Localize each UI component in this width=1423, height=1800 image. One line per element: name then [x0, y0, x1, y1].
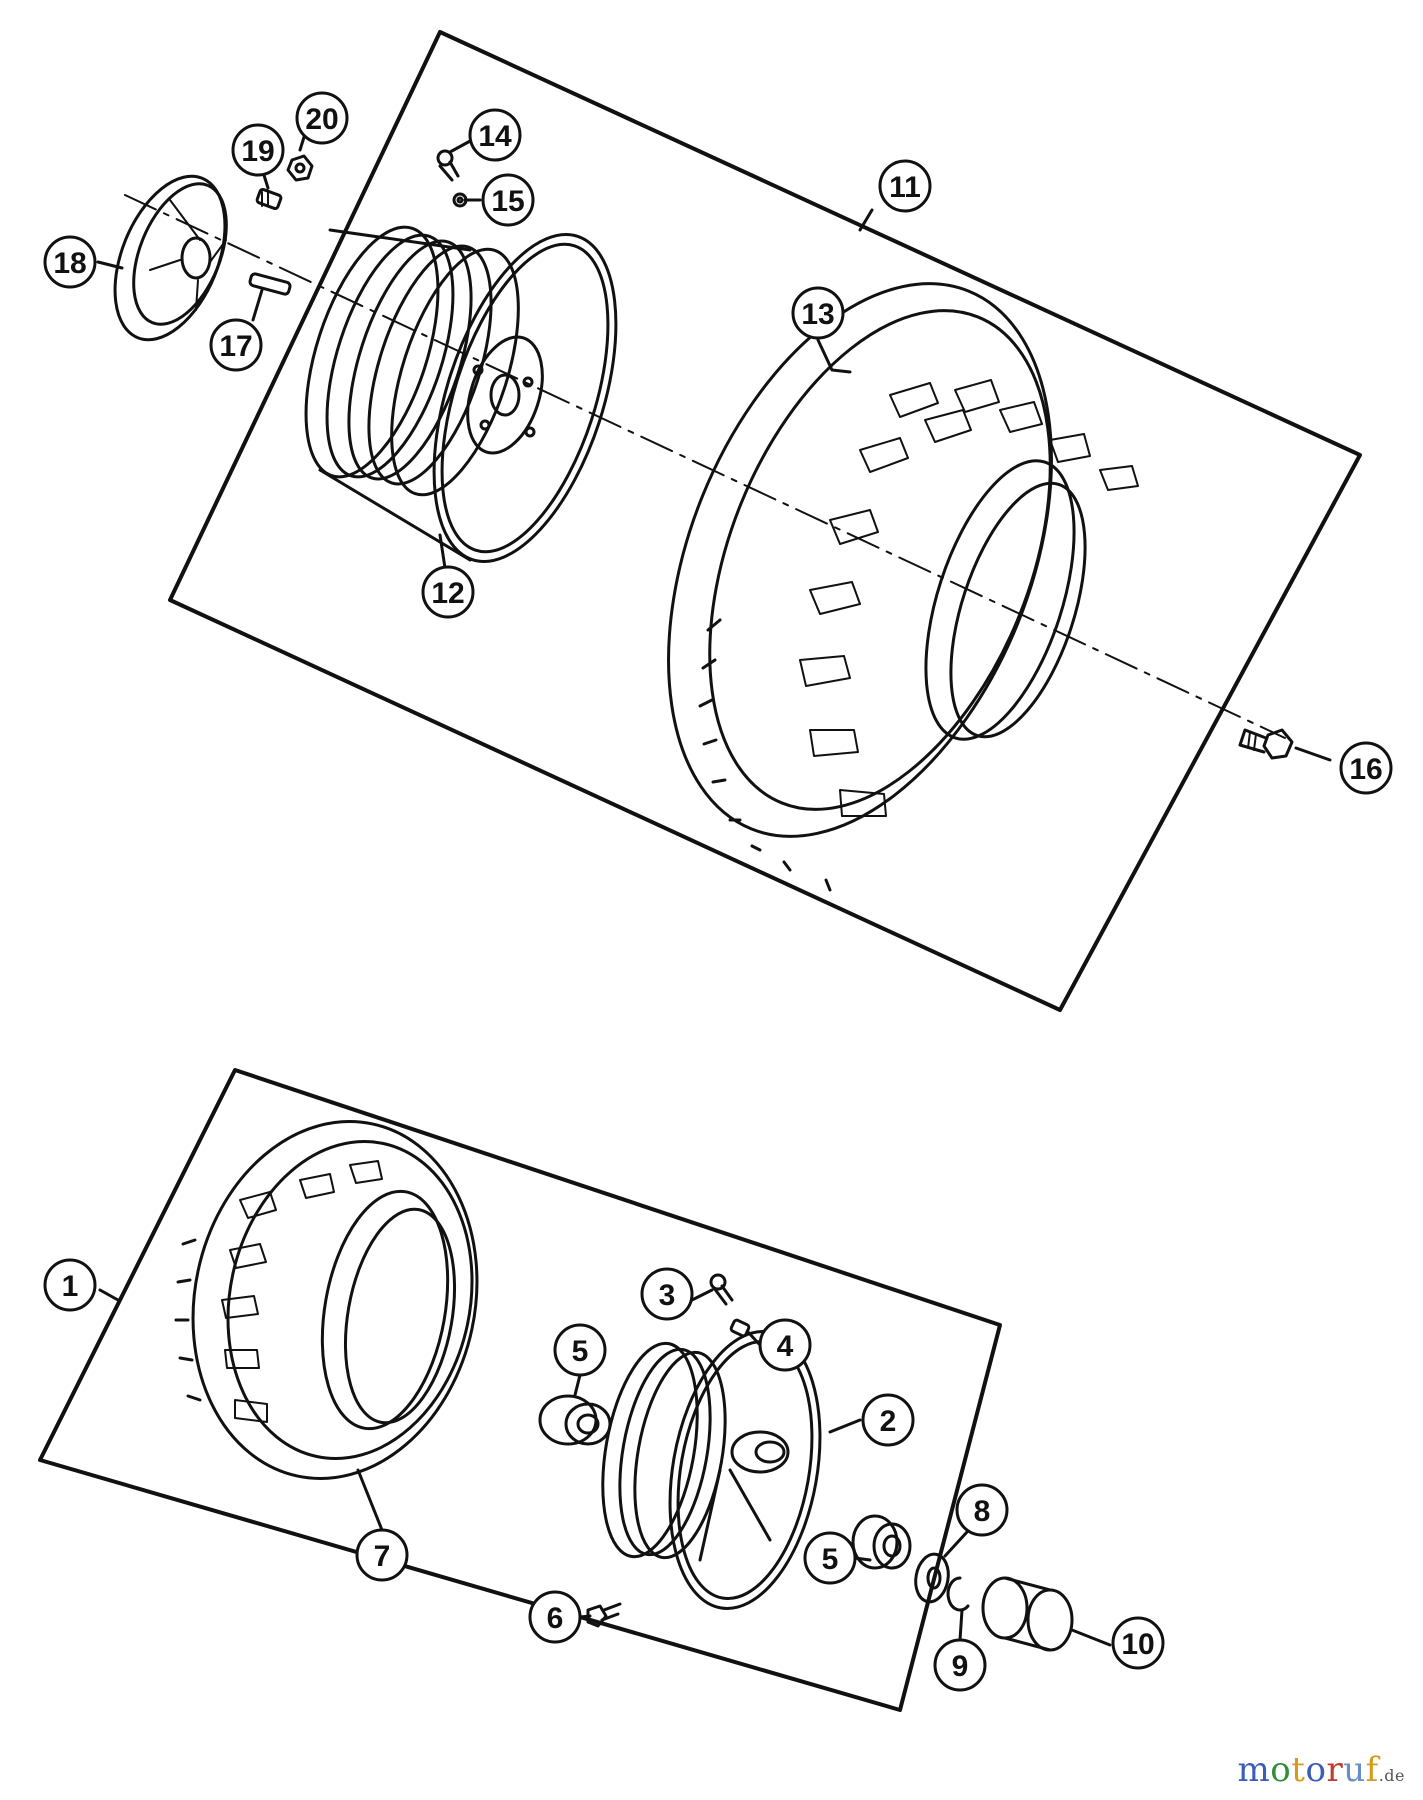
callout-5-lower-label: 5	[822, 1543, 839, 1576]
callout-2-label: 2	[880, 1405, 897, 1438]
callout-12-label: 12	[431, 577, 464, 610]
hub-cap	[113, 174, 228, 342]
callout-19: 19	[231, 123, 285, 177]
callout-19-label: 19	[241, 135, 274, 168]
callout-18-label: 18	[53, 247, 86, 280]
callout-17-label: 17	[219, 330, 252, 363]
lug-bolt-part	[1238, 728, 1294, 760]
callout-11: 11	[878, 159, 932, 213]
callout-3: 3	[640, 1267, 694, 1321]
watermark-letter: m	[1237, 1750, 1271, 1790]
callout-1: 1	[43, 1258, 97, 1312]
nut-part	[286, 154, 314, 182]
callout-20: 20	[295, 91, 349, 145]
set-screw-part	[255, 188, 283, 210]
callout-15: 15	[481, 173, 535, 227]
callout-14: 14	[468, 108, 522, 162]
callout-5-upper: 5	[553, 1323, 607, 1377]
callout-7: 7	[355, 1528, 409, 1582]
callouts: 20 19 18 17 14 15 11 13 12 16 1 3 4 5 2 …	[43, 91, 1393, 1692]
callout-3-label: 3	[659, 1279, 676, 1312]
grease-fitting-part	[586, 1602, 622, 1628]
callout-2: 2	[861, 1393, 915, 1447]
rear-tire	[667, 282, 1139, 892]
dust-cap-part	[981, 1576, 1074, 1652]
snap-ring-part	[946, 1576, 970, 1612]
callout-6-label: 6	[547, 1602, 564, 1635]
callout-8-label: 8	[974, 1495, 991, 1528]
front-tire	[174, 1120, 479, 1480]
watermark-letter: o	[1270, 1750, 1292, 1790]
watermark-letter: f	[1365, 1750, 1379, 1790]
callout-9-label: 9	[952, 1650, 969, 1683]
callout-9: 9	[933, 1638, 987, 1692]
watermark-letter: o	[1305, 1750, 1327, 1790]
callout-17: 17	[209, 318, 263, 372]
callout-1-label: 1	[62, 1270, 79, 1303]
callout-7-label: 7	[374, 1540, 391, 1573]
watermark-suffix: .de	[1378, 1766, 1405, 1785]
washer-part	[914, 1552, 950, 1604]
bearing-part	[538, 1394, 612, 1446]
callout-18: 18	[43, 235, 97, 289]
callout-14-label: 14	[478, 120, 512, 153]
callout-16-label: 16	[1349, 753, 1382, 786]
callout-15-label: 15	[491, 185, 524, 218]
callout-12: 12	[421, 565, 475, 619]
callout-11-label: 11	[889, 171, 921, 204]
callout-10: 10	[1111, 1616, 1165, 1670]
callout-4: 4	[758, 1318, 812, 1372]
upper-axis-line	[124, 194, 1286, 739]
key-part	[248, 272, 292, 296]
callout-20-label: 20	[305, 103, 338, 136]
rear-rim	[304, 225, 618, 563]
lower-group-frame	[38, 1068, 1002, 1712]
callout-10-label: 10	[1121, 1628, 1154, 1661]
callout-5-upper-label: 5	[572, 1335, 589, 1368]
watermark-letter: u	[1343, 1750, 1366, 1790]
callout-13: 13	[791, 286, 845, 340]
watermark-letter: r	[1326, 1750, 1344, 1790]
leader-lines	[96, 116, 1332, 1647]
callout-5-lower: 5	[803, 1531, 857, 1585]
front-valve-part	[709, 1273, 751, 1338]
valve-stem-part	[436, 149, 468, 208]
callout-8: 8	[955, 1483, 1009, 1537]
upper-assembly	[113, 30, 1362, 1012]
callout-6: 6	[528, 1590, 582, 1644]
callout-13-label: 13	[801, 298, 834, 331]
watermark-logo: motoruf.de	[1238, 1750, 1405, 1790]
callout-16: 16	[1339, 741, 1393, 795]
bearing-part	[851, 1514, 912, 1570]
upper-group-frame	[168, 30, 1362, 1012]
watermark-letter: t	[1291, 1750, 1306, 1790]
callout-4-label: 4	[777, 1330, 794, 1363]
